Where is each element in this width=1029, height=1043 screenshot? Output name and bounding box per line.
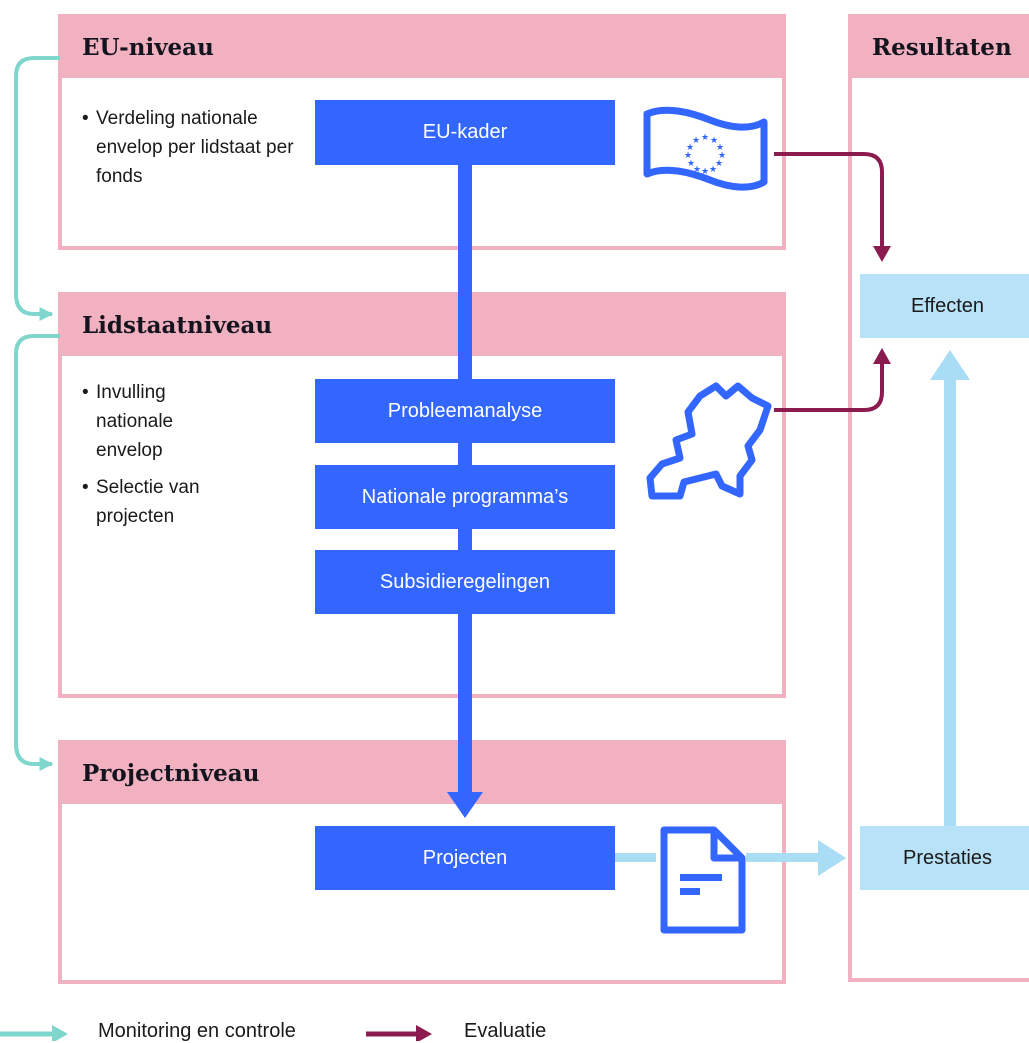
- legend-evaluation-arrow-head: [416, 1025, 432, 1041]
- svg-text:★: ★: [709, 165, 717, 175]
- outputs-to-effects-shaft: [944, 376, 956, 828]
- legend-evaluation-label: Evaluatie: [464, 1020, 547, 1042]
- subsidy-schemes-box: Subsidieregelingen: [315, 550, 615, 614]
- project-output-line: [612, 853, 656, 862]
- svg-text:★: ★: [693, 165, 701, 175]
- eu-framework-box: EU-kader: [315, 100, 615, 165]
- svg-text:★: ★: [686, 143, 694, 153]
- eu-level-panel: EU-niveau Verdeling nationale envelop pe…: [58, 14, 786, 250]
- outputs-to-effects-head: [930, 350, 970, 380]
- outputs-box: Prestaties: [860, 826, 1029, 890]
- project-level-header: Projectniveau: [62, 744, 782, 804]
- evaluation-arrow-eu-to-effects: [774, 152, 884, 248]
- svg-text:★: ★: [718, 151, 726, 161]
- evaluation-arrow-member-state-to-effects: [774, 362, 884, 412]
- monitoring-arrow-eu-to-member-state: [14, 56, 60, 321]
- results-header: Resultaten: [852, 18, 1029, 78]
- member-state-level-title: Lidstaatniveau: [82, 312, 273, 339]
- evaluation-arrow-member-state-head: [873, 348, 891, 364]
- document-icon: [660, 826, 746, 934]
- results-panel: Resultaten: [848, 14, 1029, 982]
- bullet-item: Invulling nationale envelop: [80, 378, 240, 465]
- project-level-title: Projectniveau: [82, 760, 260, 787]
- svg-text:★: ★: [715, 159, 723, 169]
- bullet-item: Verdeling nationale envelop per lidstaat…: [80, 104, 300, 191]
- projects-box: Projecten: [315, 826, 615, 890]
- svg-text:★: ★: [687, 159, 695, 169]
- svg-text:★: ★: [701, 167, 709, 177]
- legend-monitoring-arrow-head: [52, 1025, 68, 1041]
- member-state-level-header: Lidstaatniveau: [62, 296, 782, 356]
- results-title: Resultaten: [872, 34, 1012, 61]
- main-flow-arrow-head: [447, 792, 483, 818]
- svg-text:★: ★: [701, 133, 709, 143]
- netherlands-map-icon: [646, 382, 772, 500]
- bullet-item: Selectie van projecten: [80, 473, 240, 531]
- national-programmes-box: Nationale programma’s: [315, 465, 615, 529]
- eu-level-header: EU-niveau: [62, 18, 782, 78]
- problem-analysis-box: Probleemanalyse: [315, 379, 615, 443]
- member-state-level-bullets: Invulling nationale envelop Selectie van…: [80, 378, 240, 539]
- eu-level-title: EU-niveau: [82, 34, 214, 61]
- eu-flag-icon: ★ ★ ★ ★ ★ ★ ★ ★ ★ ★ ★ ★: [643, 106, 768, 191]
- svg-text:★: ★: [684, 151, 692, 161]
- svg-text:★: ★: [710, 136, 718, 146]
- svg-text:★: ★: [716, 143, 724, 153]
- evaluation-arrow-eu-head: [873, 246, 891, 262]
- effects-box: Effecten: [860, 274, 1029, 338]
- document-output-arrow-head: [818, 840, 846, 876]
- svg-text:★: ★: [692, 136, 700, 146]
- document-output-line: [746, 853, 822, 862]
- eu-level-bullets: Verdeling nationale envelop per lidstaat…: [80, 104, 300, 199]
- monitoring-arrow-member-state-to-project: [14, 334, 60, 771]
- legend-monitoring-label: Monitoring en controle: [98, 1020, 296, 1042]
